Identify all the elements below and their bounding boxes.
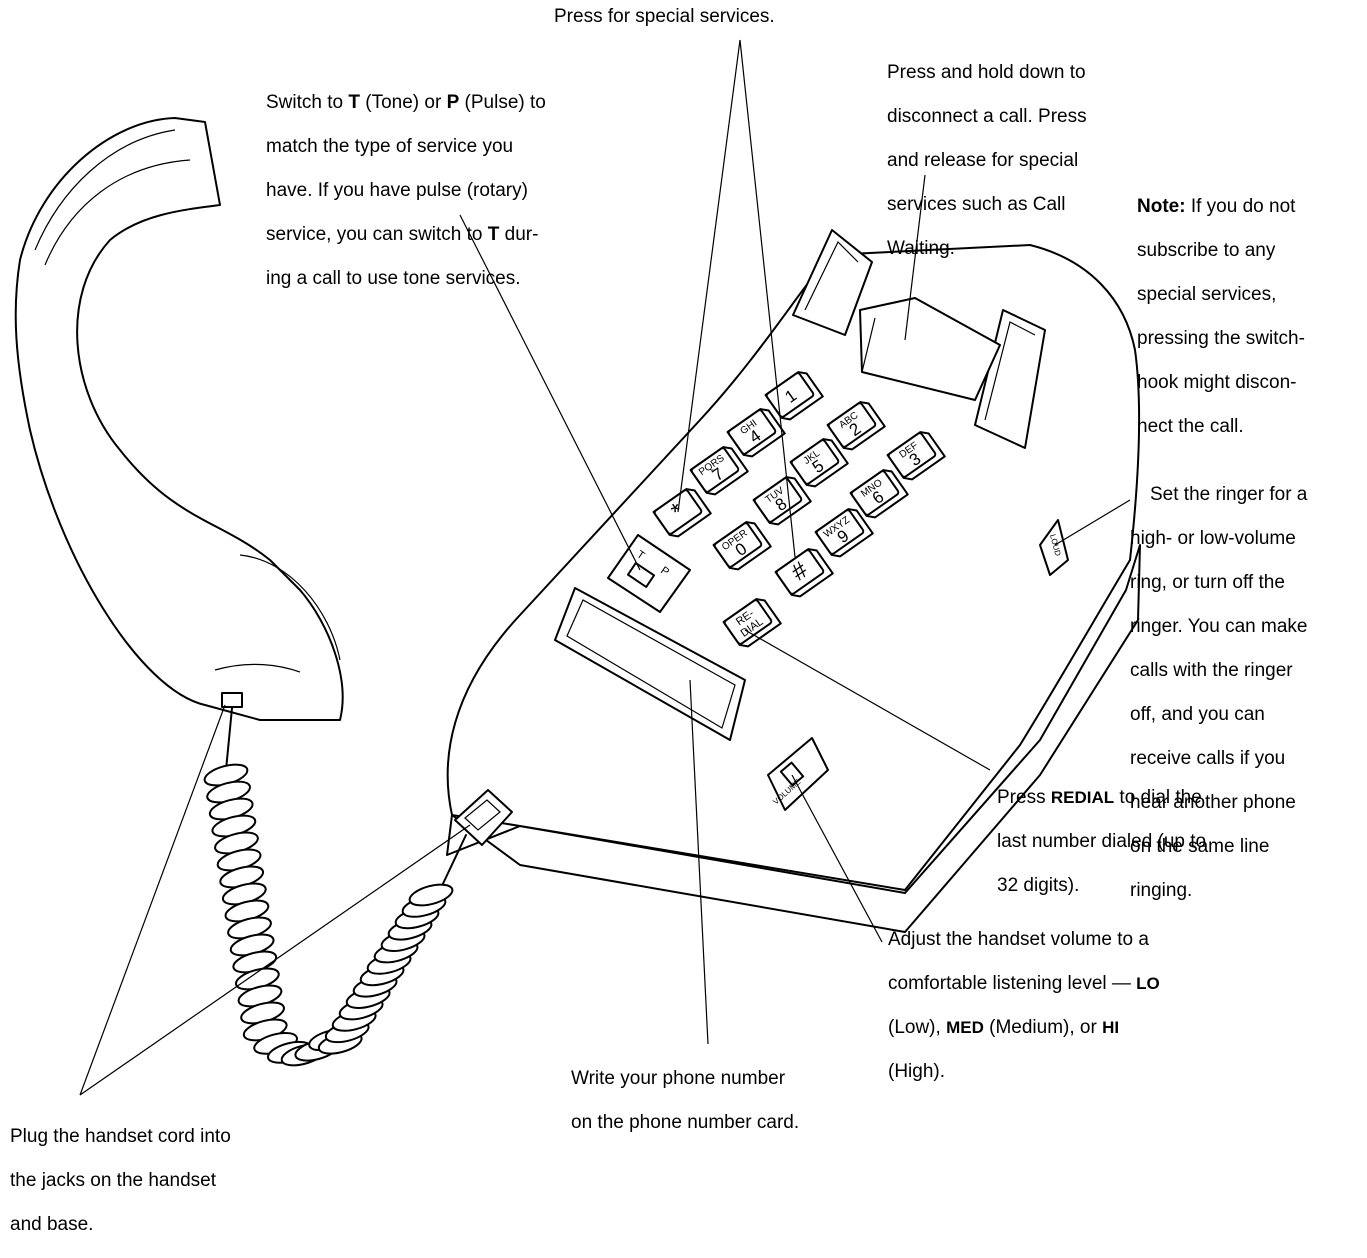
special-services-callout: Press for special services. [554, 6, 775, 28]
text: pressing the switch- [1137, 328, 1305, 350]
text: on the phone number card. [571, 1112, 799, 1134]
text: special services, [1137, 284, 1305, 306]
text: high- or low-volume [1130, 528, 1307, 550]
text: last number dialed (up to [997, 831, 1206, 853]
text: LO [1136, 974, 1160, 993]
text: Set the ringer for a [1130, 484, 1307, 506]
switchhook-line: services such as Call [887, 194, 1087, 216]
text: Switch to [266, 92, 348, 113]
text: ing a call to use tone services. [266, 268, 546, 290]
switchhook-line: and release for special [887, 150, 1087, 172]
text: the jacks on the handset [10, 1170, 231, 1192]
volume-callout: Adjust the handset volume to a comfortab… [888, 907, 1160, 1105]
text: calls with the ringer [1130, 660, 1307, 682]
switchhook-line: disconnect a call. Press [887, 106, 1087, 128]
text: (Tone) or [360, 92, 447, 113]
handset-cord [226, 708, 466, 890]
text: 32 digits). [997, 875, 1206, 897]
cord-coil [407, 881, 454, 910]
text: MED [946, 1018, 984, 1037]
text: (High). [888, 1061, 1160, 1083]
text: T [488, 224, 500, 245]
text: Plug the handset cord into [10, 1126, 231, 1148]
text: T [348, 92, 360, 113]
text: service, you can switch to [266, 224, 488, 245]
text: ringer. You can make [1130, 616, 1307, 638]
text: (Pulse) to [459, 92, 546, 113]
text: (Medium), or [984, 1017, 1102, 1038]
text: nect the call. [1137, 416, 1305, 438]
text: dur- [499, 224, 538, 245]
tone-pulse-callout: Switch to T (Tone) or P (Pulse) to match… [266, 70, 546, 312]
text: and base. [10, 1214, 231, 1236]
card-callout: Write your phone number on the phone num… [571, 1046, 799, 1156]
text: ring, or turn off the [1130, 572, 1307, 594]
note-callout: Note: If you do not subscribe to any spe… [1137, 174, 1305, 460]
text: If you do not [1186, 196, 1296, 217]
text: HI [1102, 1018, 1119, 1037]
text: REDIAL [1051, 788, 1114, 807]
switchhook-line: Press and hold down to [887, 62, 1087, 84]
text: off, and you can [1130, 704, 1307, 726]
text: Press [997, 787, 1051, 808]
text: match the type of service you [266, 136, 546, 158]
switchhook-callout: Press and hold down to disconnect a call… [887, 40, 1087, 282]
text: Write your phone number [571, 1068, 799, 1090]
text: subscribe to any [1137, 240, 1305, 262]
note-label: Note: [1137, 196, 1186, 217]
text: hook might discon- [1137, 372, 1305, 394]
switchhook-line: Waiting. [887, 238, 1087, 260]
text: comfortable listening level — [888, 973, 1136, 994]
text: P [447, 92, 460, 113]
redial-callout: Press REDIAL to dial the last number dia… [997, 765, 1206, 919]
text: Adjust the handset volume to a [888, 929, 1160, 951]
cord-coils [202, 761, 454, 1070]
text: have. If you have pulse (rotary) [266, 180, 546, 202]
cord-callout: Plug the handset cord into the jacks on … [10, 1104, 231, 1258]
text: to dial the [1114, 787, 1202, 808]
text: (Low), [888, 1017, 946, 1038]
